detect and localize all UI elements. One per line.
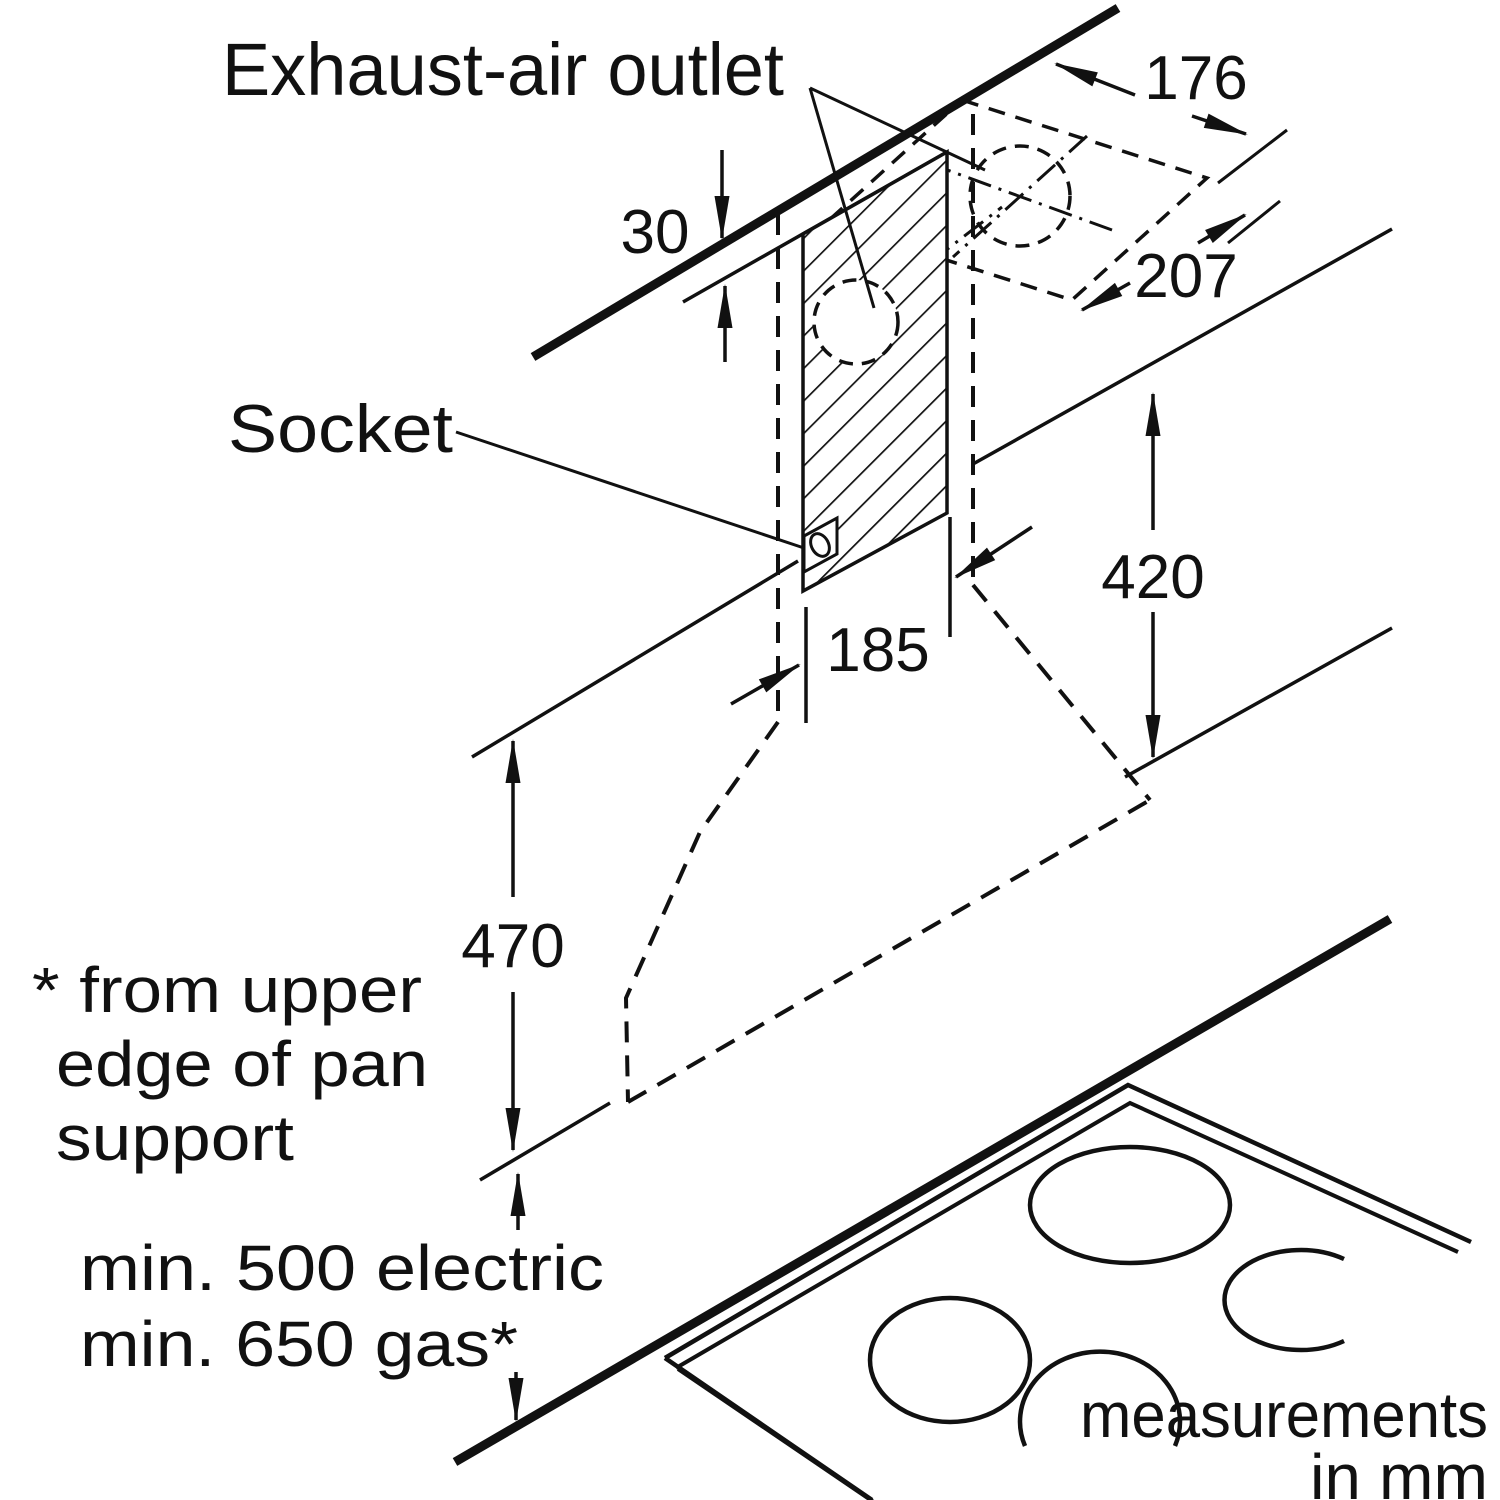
socket-label: Socket xyxy=(228,391,453,467)
units-note-line-2: in mm xyxy=(1310,1441,1488,1500)
dim-176-arrow-left xyxy=(1054,62,1136,97)
outlet-center-axis-2 xyxy=(951,134,1089,259)
hob-inner-border xyxy=(674,1100,1459,1370)
dim-207-value: 207 xyxy=(1134,242,1237,311)
dim-470-value: 470 xyxy=(461,912,564,981)
hood-outline xyxy=(623,114,1152,1104)
units-note-line-1: measurements xyxy=(1080,1379,1488,1451)
burner-rear xyxy=(1027,1144,1233,1266)
dim-30-value: 30 xyxy=(621,198,690,267)
exhaust-leader-line-1 xyxy=(808,87,876,309)
canopy-bottom-reference-line xyxy=(1124,626,1393,779)
footnote-line-2: edge of pan xyxy=(56,1028,428,1100)
panel-bottom-reference-line-left xyxy=(471,559,799,759)
footnote-line-3: support xyxy=(56,1102,294,1174)
duct-cover-plan-outline xyxy=(823,98,1211,302)
dim-185-arrow-left xyxy=(730,663,801,706)
min-electric-label: min. 500 electric xyxy=(80,1232,604,1304)
footnote-line-1: * from upper xyxy=(32,954,422,1026)
hood-right-dashed-edge xyxy=(971,583,1152,802)
hood-left-dashed-edge xyxy=(623,720,780,1103)
socket-outlet-ellipse xyxy=(809,532,831,558)
burner-right-arc xyxy=(1222,1247,1345,1353)
hob xyxy=(663,1082,1472,1500)
dim-176-arrow-right xyxy=(1191,113,1248,136)
dim-176-extension-tick xyxy=(1217,128,1288,185)
dim-185-value: 185 xyxy=(826,616,929,685)
burner-left xyxy=(867,1295,1033,1425)
hatched-wall-panel xyxy=(801,148,949,594)
hood-bottom-dashed-edge xyxy=(626,798,1152,1104)
diagram-text: Exhaust-air outlet Socket 30 176 207 420… xyxy=(32,28,1488,1500)
dim-420-value: 420 xyxy=(1101,543,1204,612)
exhaust-leader-line-2 xyxy=(809,86,986,172)
socket-leader-line xyxy=(455,430,805,550)
hob-top-edge-line xyxy=(452,915,1393,1466)
hob-outer-border xyxy=(663,1082,1472,1360)
min-gas-label: min. 650 gas* xyxy=(80,1308,518,1380)
mounting-panel xyxy=(455,86,986,594)
dim-207-arrow-left xyxy=(1080,281,1131,312)
exhaust-hole-circle xyxy=(812,278,900,366)
outlet-hole-plan-circle xyxy=(968,144,1072,248)
dimension-graphics xyxy=(505,62,1288,1422)
wall-lines xyxy=(452,4,1393,1466)
wall-top-edge-line xyxy=(530,4,1121,361)
burner-front-arc xyxy=(1017,1349,1183,1447)
hood-lower-edge-tick xyxy=(479,1101,611,1182)
dim-207-arrow-right xyxy=(1197,213,1247,245)
dim-207-extension-tick xyxy=(1227,199,1281,245)
hob-inner-border-front xyxy=(676,1367,875,1500)
dim-185-arrow-right xyxy=(954,525,1033,579)
panel-bottom-reference-line-right xyxy=(972,227,1393,466)
dim-176-value: 176 xyxy=(1144,44,1247,113)
exhaust-air-outlet-label: Exhaust-air outlet xyxy=(222,28,784,111)
